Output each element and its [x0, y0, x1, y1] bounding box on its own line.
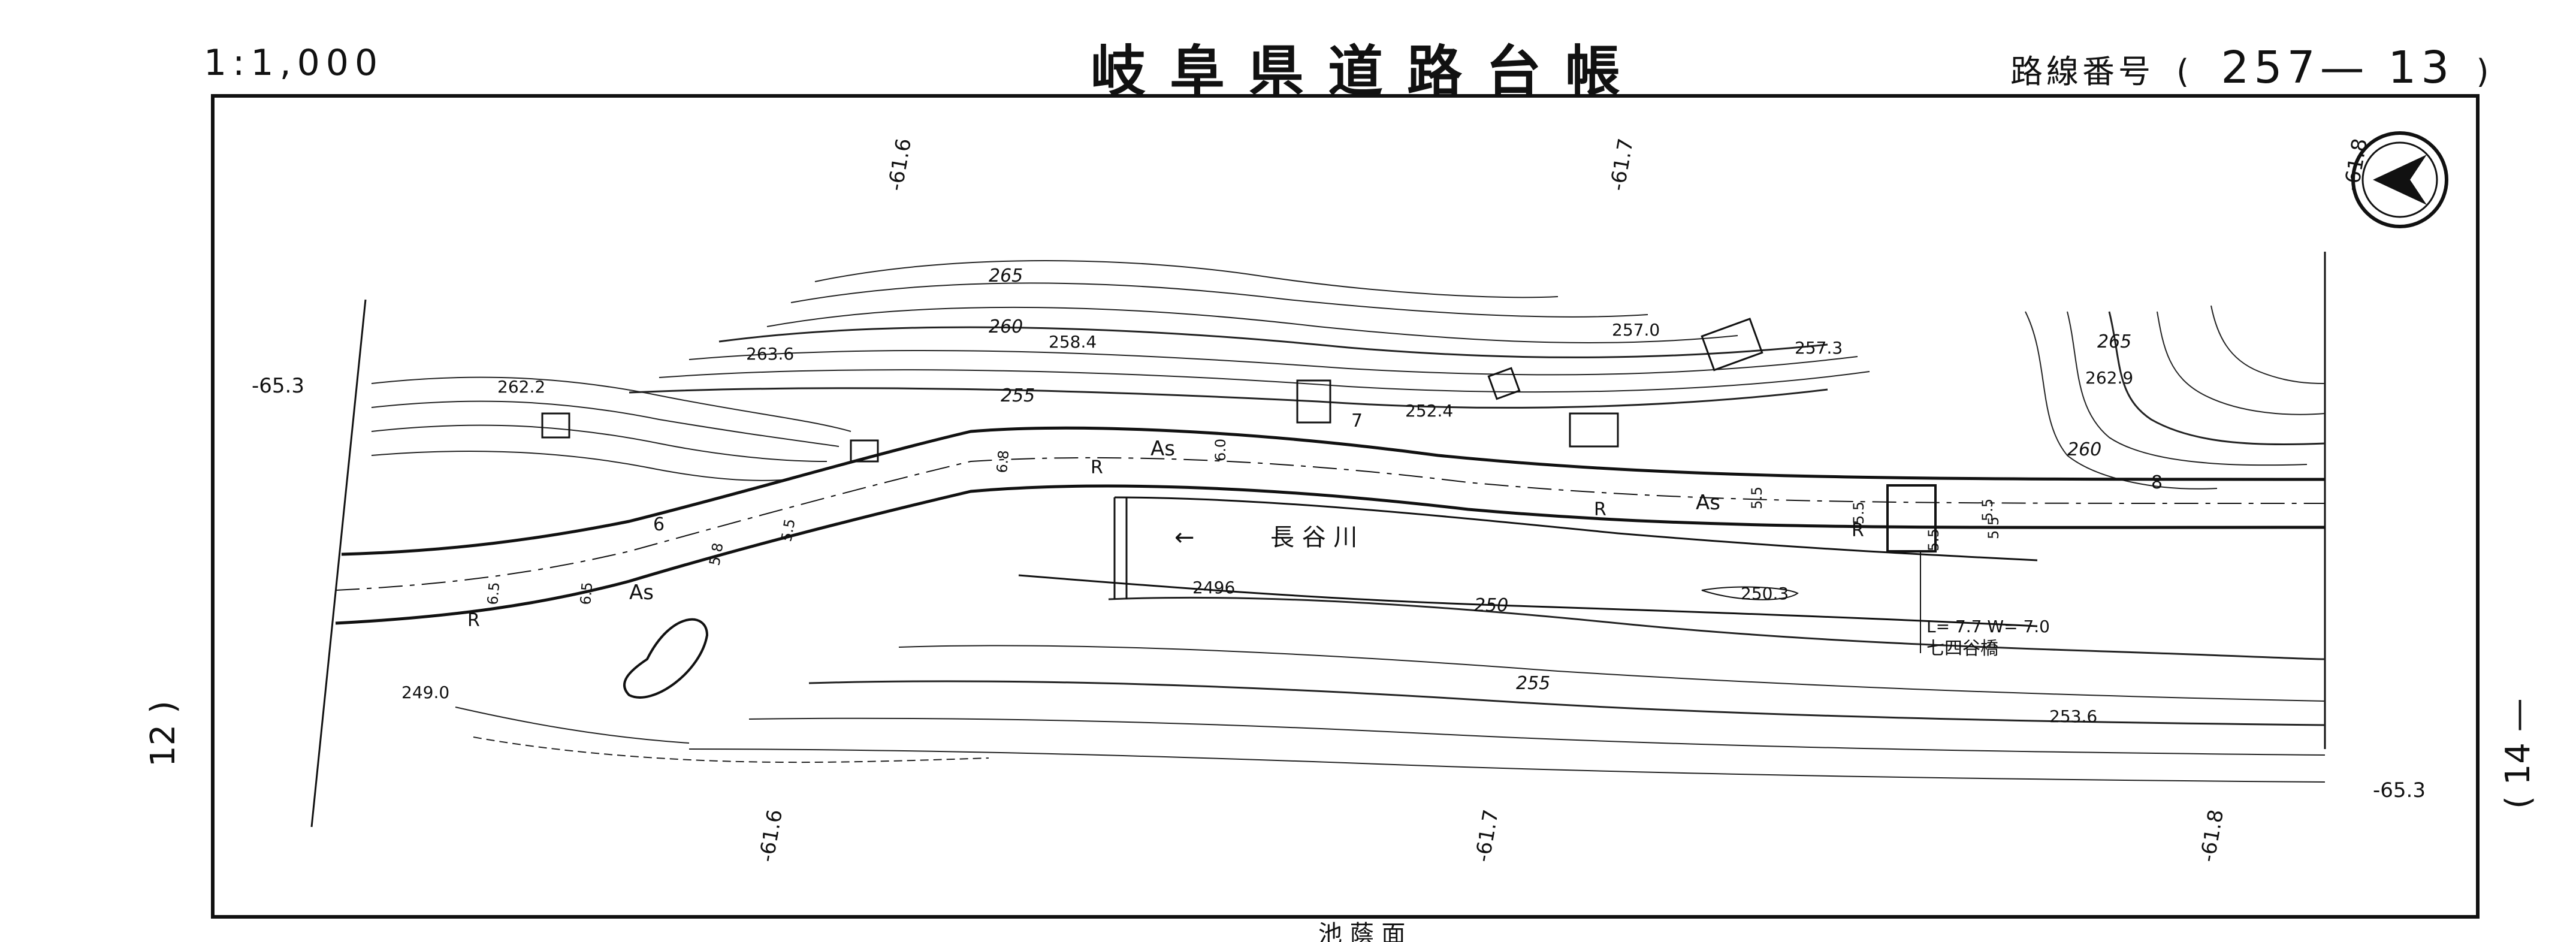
road-width: 5.5 — [1985, 517, 2002, 539]
spot-height: 257.0 — [1612, 320, 1660, 340]
contour-lines — [371, 260, 2326, 490]
river-banks — [1018, 496, 2038, 627]
river-name: 長 谷 川 — [1270, 524, 1357, 551]
road-width: 6.8 — [993, 449, 1012, 473]
road-width-group: 6.5 6.5 5.8 5.5 6.8 6.0 5.5 5.5 5.5 5.5 … — [484, 439, 2002, 606]
spot-height: 249.0 — [401, 683, 449, 702]
grid-label-top-left: -61.6 — [883, 137, 916, 193]
route-label: 路線番号 — [2010, 53, 2154, 90]
flow-arrow: ← — [1174, 524, 1195, 551]
bottom-fragment-text: 池 蔭 面 — [1318, 920, 1405, 942]
road-width: 5.5 — [1925, 529, 1942, 551]
road-width: 6.5 — [484, 581, 503, 605]
contour-label: 265 — [989, 265, 1023, 286]
marker-group: R R R R 6 7 8 — [467, 410, 2163, 631]
road-width: 5.8 — [706, 542, 726, 567]
surface-label: As — [1150, 437, 1175, 461]
contour-label: 265 — [2097, 331, 2131, 352]
route-number: 257— 13 — [2221, 42, 2454, 93]
lower-contour-lines — [455, 596, 2326, 783]
marker-number: 6 — [653, 514, 665, 535]
surface-label: As — [1696, 491, 1720, 515]
route-paren-open: ( — [2176, 53, 2193, 90]
contour-label-group: 265 260 255 250 255 265 260 — [989, 265, 2131, 694]
map-frame — [211, 94, 2480, 919]
north-arrow-icon — [2351, 131, 2448, 228]
spot-height: 263.6 — [746, 344, 794, 364]
map-scale: 1:1,000 — [204, 42, 384, 84]
marker-r: R — [467, 610, 480, 631]
spot-height-group: 263.6 262.2 258.4 257.0 257.3 252.4 262.… — [401, 320, 2133, 726]
spot-height: 258.4 — [1049, 332, 1097, 352]
spot-height: 250.3 — [1741, 584, 1789, 603]
road-outline — [335, 426, 2326, 625]
marker-number: 8 — [2151, 472, 2163, 493]
marker-number: 7 — [1351, 410, 1363, 431]
spot-height: 257.3 — [1795, 338, 1843, 358]
grid-label-right-edge: -65.3 — [2373, 778, 2426, 802]
road-width: 6.0 — [1212, 439, 1229, 461]
contour-label: 250 — [1474, 595, 1508, 616]
building-footprints — [541, 318, 1763, 463]
grid-label-bottom-mid: -61.7 — [1470, 808, 1503, 864]
grid-label-left-edge: -65.3 — [252, 374, 304, 398]
road-width: 5.5 — [778, 518, 798, 543]
marker-r: R — [1594, 499, 1606, 520]
route-paren-close: ) — [2476, 53, 2493, 90]
grid-label-top-mid: -61.7 — [1605, 137, 1638, 193]
road-width: 5.5 — [1850, 502, 1867, 524]
page-title: 岐阜県道路台帳 — [1091, 40, 1645, 104]
marker-r: R — [1091, 457, 1103, 478]
grid-label-bottom-left: -61.6 — [754, 808, 787, 864]
pond-shape — [623, 618, 709, 699]
bridge-dimensions: L= 7.7 W= 7.0 — [1926, 617, 2050, 636]
contour-label: 255 — [1001, 385, 1035, 406]
spot-height: 262.2 — [497, 377, 545, 397]
contour-label: 260 — [989, 316, 1023, 337]
marker-r: R — [1852, 520, 1864, 541]
road-width: 5.5 — [1748, 487, 1765, 509]
road-width: 6.5 — [577, 581, 596, 605]
map-area-left-edge — [310, 299, 367, 828]
route-number-block: 路線番号 ( 257— 13 ) — [2010, 42, 2501, 93]
spot-height: 253.6 — [2049, 707, 2097, 726]
spot-height: 2496 — [1192, 578, 1235, 597]
grid-label-top-right: -61.8 — [2339, 137, 2372, 193]
grid-label-bottom-right: -61.8 — [2196, 808, 2228, 864]
spot-height: 252.4 — [1405, 401, 1453, 421]
road-width: 5.5 — [1979, 499, 1996, 521]
surface-label: As — [629, 581, 654, 605]
bridge-name: 七四谷橋 — [1926, 638, 1998, 659]
spot-height: 262.9 — [2085, 368, 2133, 388]
contour-label: 260 — [2067, 439, 2101, 460]
surface-label-group: As As As — [629, 437, 1720, 605]
contour-label: 255 — [1516, 673, 1550, 694]
bridge-structure — [1886, 484, 1937, 653]
grid-labels: -61.6 -61.7 -61.8 -61.6 -61.7 -61.8 -65.… — [252, 137, 2426, 864]
